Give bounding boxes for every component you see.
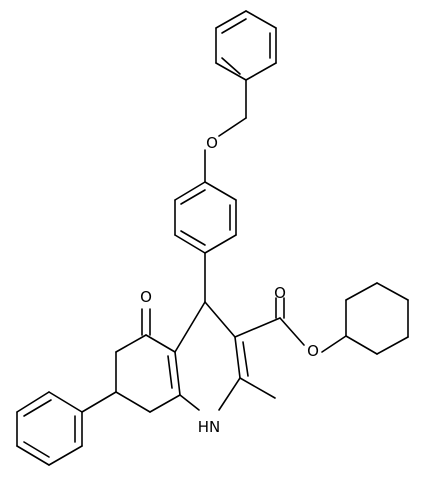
phenyl-substituent bbox=[16, 391, 117, 466]
ester-carbonyl-oxygen-label: O bbox=[274, 284, 286, 302]
ester-group bbox=[234, 297, 347, 353]
ketone-oxygen-label: O bbox=[140, 288, 152, 306]
methyl-bond bbox=[239, 377, 276, 399]
cyclohexyl-ring bbox=[345, 282, 409, 355]
nitrogen-symbol-label: HN bbox=[198, 418, 221, 436]
benzyloxy-linker bbox=[204, 79, 247, 183]
dihydropyridine-ring bbox=[167, 301, 249, 411]
ketone-double-bond bbox=[141, 308, 151, 336]
benzyl-phenyl-ring bbox=[215, 10, 277, 81]
ring-nitrogen-label: HN bbox=[198, 418, 221, 436]
cyclohexenone-ring bbox=[115, 334, 181, 413]
atom-labels: O O O O HN bbox=[140, 134, 319, 436]
ether-oxygen-label: O bbox=[206, 134, 218, 152]
phenylene-ring bbox=[174, 181, 237, 254]
ester-oxygen-label: O bbox=[307, 342, 319, 360]
